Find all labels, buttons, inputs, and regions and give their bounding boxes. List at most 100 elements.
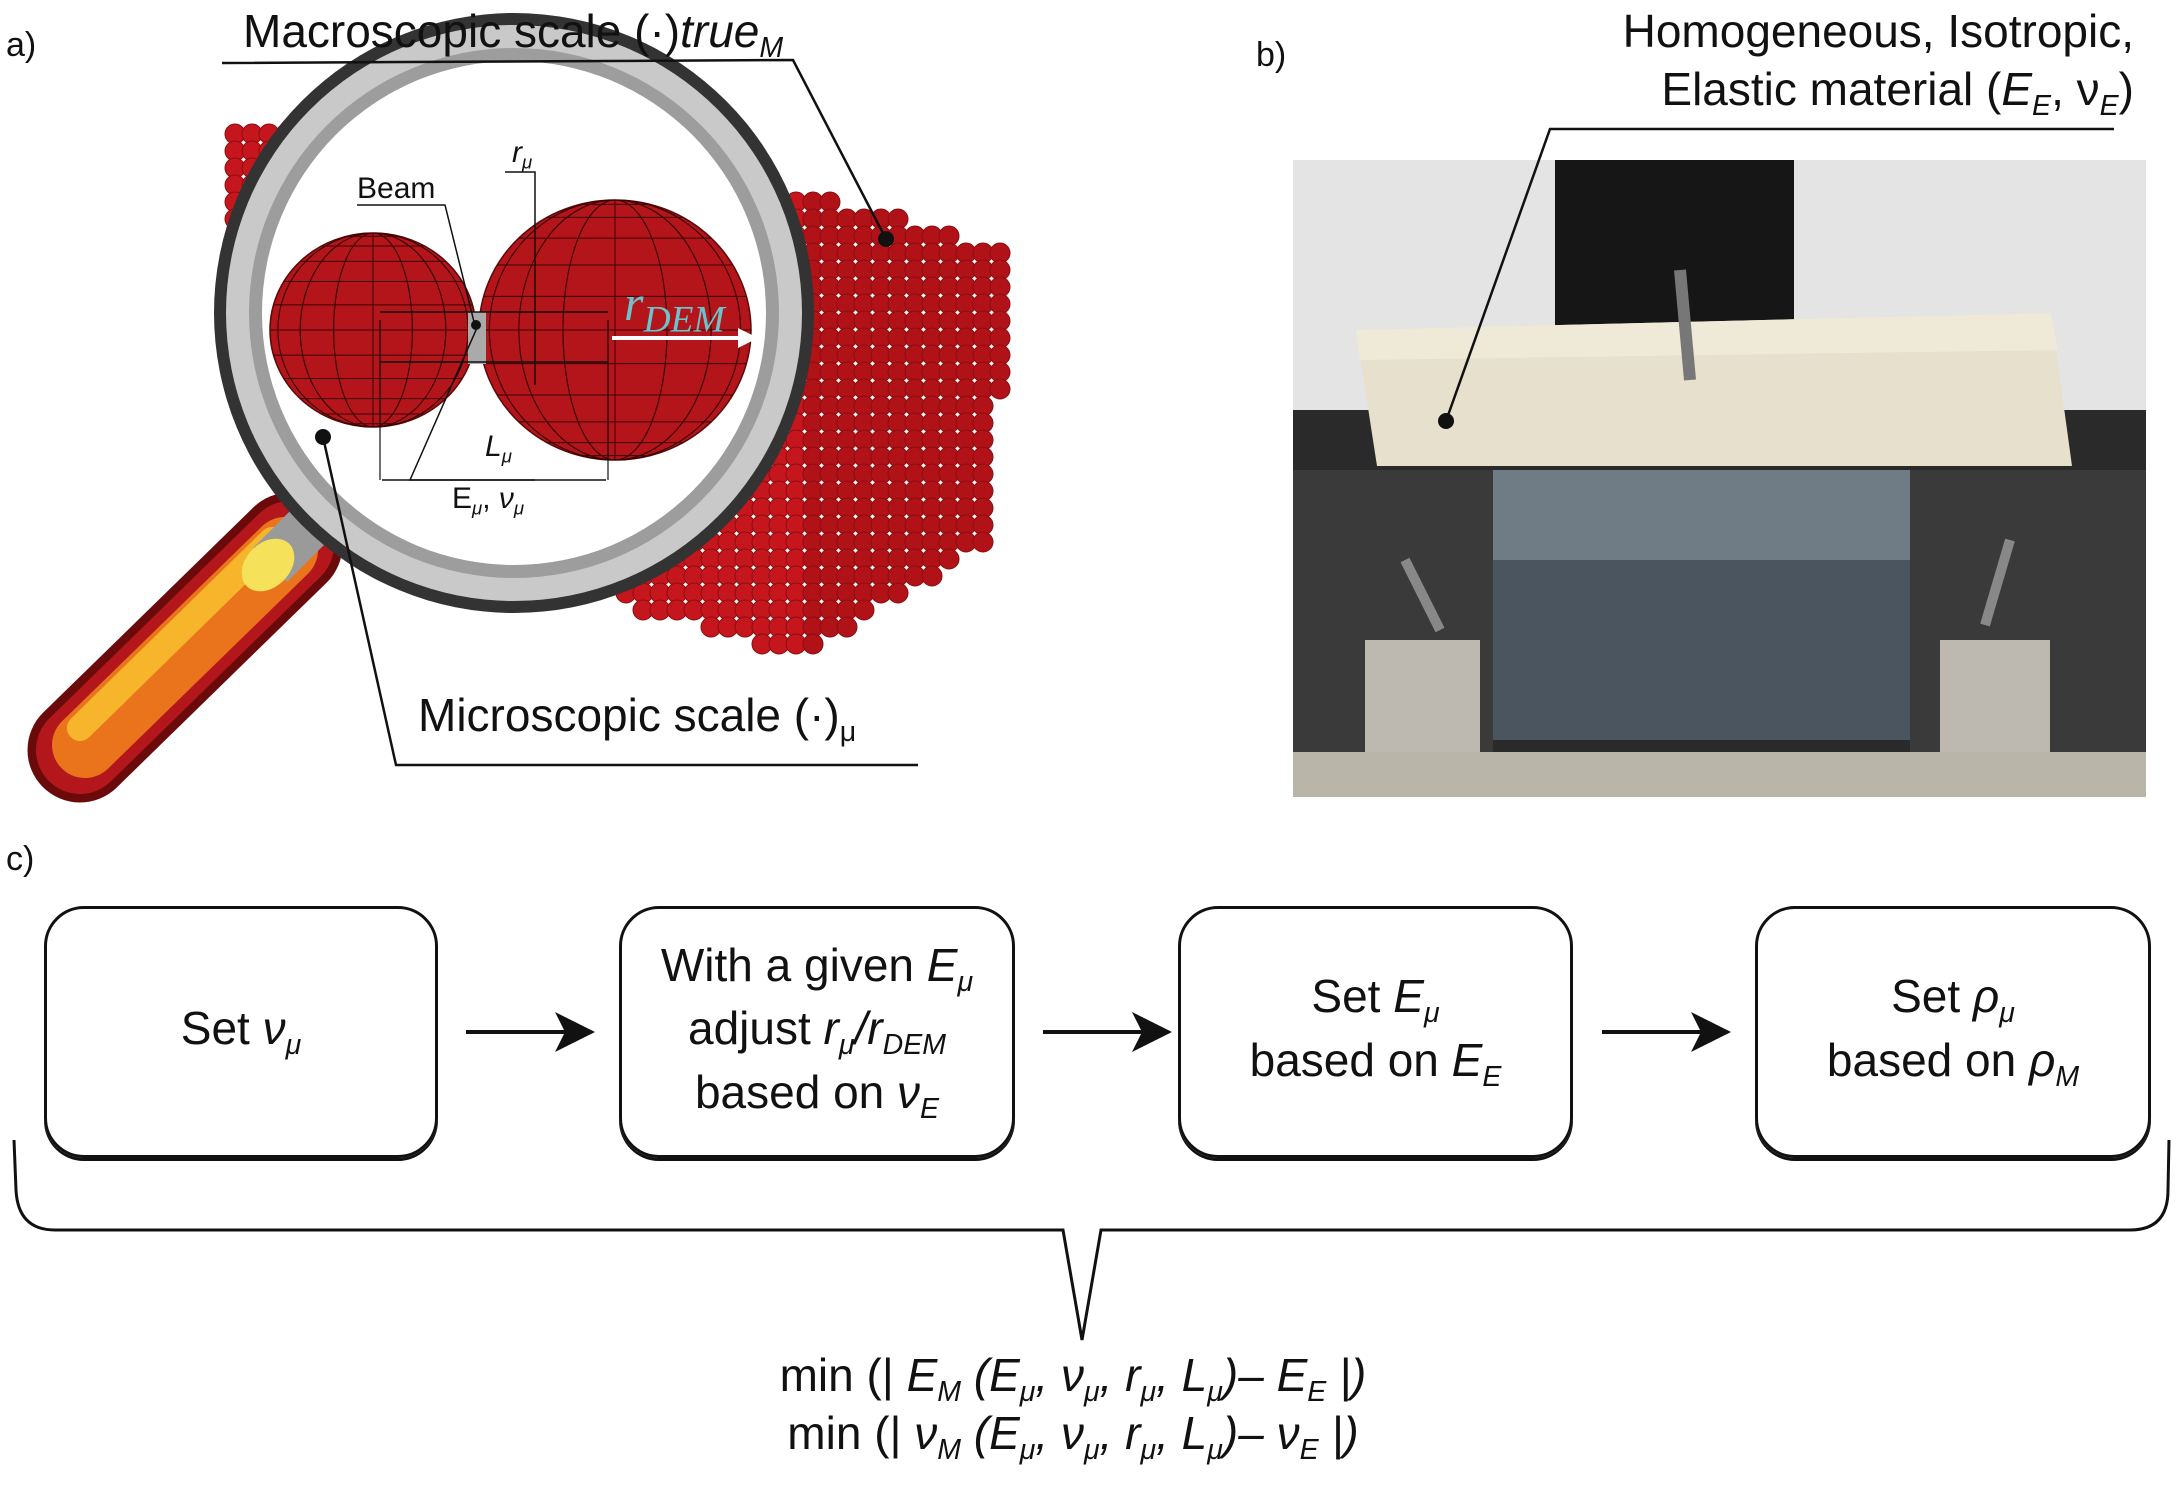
text-run: based on bbox=[1249, 1034, 1452, 1086]
math-symbol: ν bbox=[897, 1065, 921, 1118]
subscript: M bbox=[937, 1433, 962, 1466]
r-dem-arrow bbox=[612, 328, 758, 348]
subscript: M bbox=[937, 1375, 962, 1408]
step-text-line: With a given Eμ bbox=[661, 937, 973, 1001]
step-text-line: Set νμ bbox=[181, 1000, 301, 1064]
subscript: μ bbox=[1999, 997, 2015, 1030]
subscript: μ bbox=[513, 497, 525, 519]
subscript: μ bbox=[1140, 1433, 1157, 1466]
text-run: Macroscopic scale (·) bbox=[243, 5, 681, 57]
math-symbol: E bbox=[1451, 1034, 1483, 1086]
subscript: E bbox=[2032, 89, 2052, 122]
subscript: μ bbox=[501, 445, 512, 467]
macro-leader-dot bbox=[878, 231, 894, 247]
subscript: DEM bbox=[882, 1029, 946, 1062]
math-symbol: , ν bbox=[1035, 1349, 1084, 1401]
text-run: , bbox=[2051, 63, 2077, 115]
math-symbol: true bbox=[680, 5, 760, 57]
particle bbox=[989, 378, 1011, 400]
text-run: , bbox=[482, 482, 499, 515]
panel-b-label: b) bbox=[1256, 36, 1287, 74]
subscript: μ bbox=[1207, 1433, 1223, 1466]
beam-leader-dot bbox=[471, 320, 481, 330]
subscript: M bbox=[759, 31, 784, 64]
subscript: μ bbox=[472, 497, 483, 519]
subscript: μ bbox=[1019, 1433, 1036, 1466]
subscript: M bbox=[2055, 1060, 2080, 1093]
math-symbol: E bbox=[906, 1349, 938, 1401]
math-symbol: L bbox=[485, 430, 502, 463]
math-symbol: )– E bbox=[1222, 1349, 1308, 1401]
subscript: E bbox=[1482, 1060, 1502, 1093]
summary-brace bbox=[12, 1139, 2171, 1341]
particle bbox=[836, 616, 858, 638]
step-text-line: adjust rμ/rDEM bbox=[661, 1000, 973, 1064]
step-text-line: Set Eμ bbox=[1250, 968, 1502, 1032]
text-run: Elastic material ( bbox=[1661, 63, 2002, 115]
subscript: μ bbox=[1140, 1375, 1157, 1408]
particle bbox=[938, 548, 960, 570]
particle bbox=[972, 531, 994, 553]
text-run: based on bbox=[1826, 1034, 2029, 1086]
flow-arrows bbox=[466, 1012, 1731, 1052]
math-symbol: r bbox=[512, 136, 522, 169]
l-mu-label: Lμ bbox=[485, 432, 512, 466]
panel-a-label: a) bbox=[6, 26, 37, 64]
formula-youngs-modulus: min (| EM (Eμ, νμ, rμ, Lμ)– EE |) bbox=[0, 1352, 2146, 1406]
particle bbox=[921, 565, 943, 587]
r-mu-label: rμ bbox=[512, 138, 532, 172]
subscript: μ bbox=[1207, 1375, 1223, 1408]
math-symbol: ν bbox=[914, 1407, 938, 1459]
math-symbol: |) bbox=[1326, 1349, 1367, 1401]
step-text-line: based on EE bbox=[1250, 1032, 1502, 1096]
panel-c-label: c) bbox=[6, 840, 35, 878]
math-symbol: , r bbox=[1099, 1407, 1141, 1459]
material-title-line2: Elastic material (EE, νE) bbox=[1661, 66, 2134, 120]
subscript: μ bbox=[957, 965, 974, 998]
text-run: Set bbox=[180, 1002, 263, 1055]
subscript: μ bbox=[839, 715, 857, 748]
particle bbox=[853, 599, 875, 621]
subscript: E bbox=[920, 1092, 940, 1125]
step-text-line: based on ρM bbox=[1827, 1032, 2079, 1096]
micro-leader-dot bbox=[315, 429, 331, 445]
text-run: Homogeneous, Isotropic, bbox=[1622, 5, 2134, 57]
sphere bbox=[269, 232, 477, 428]
macroscopic-scale-title: Macroscopic scale (·)trueM bbox=[243, 8, 783, 62]
subscript: μ bbox=[1019, 1375, 1036, 1408]
sphere bbox=[478, 199, 752, 461]
subscript: μ bbox=[838, 1029, 855, 1062]
microscopic-scale-title: Microscopic scale (·)μ bbox=[418, 692, 856, 746]
math-symbol: (E bbox=[961, 1349, 1020, 1401]
r-dem-label: rDEM bbox=[624, 278, 725, 339]
subscript: E bbox=[1307, 1375, 1327, 1408]
subscript: μ bbox=[522, 151, 533, 173]
math-symbol: E bbox=[1393, 970, 1424, 1023]
subscript: DEM bbox=[643, 299, 725, 341]
text-run: Microscopic scale (·) bbox=[418, 689, 840, 741]
math-symbol: r bbox=[823, 1002, 839, 1055]
magnifier-handle bbox=[27, 478, 357, 803]
panel-a-leaders bbox=[221, 58, 918, 767]
math-symbol: /r bbox=[854, 1002, 883, 1055]
text-run: adjust bbox=[688, 1002, 824, 1055]
math-symbol: , ν bbox=[1035, 1407, 1084, 1459]
text-run: Set bbox=[1891, 970, 1973, 1023]
text-run: ) bbox=[2118, 63, 2134, 115]
math-symbol: (E bbox=[961, 1407, 1020, 1459]
math-symbol: ρ bbox=[1972, 970, 2000, 1023]
step-text-line: Set ρμ bbox=[1827, 968, 2079, 1032]
math-symbol: ν bbox=[2076, 63, 2100, 115]
subscript: μ bbox=[1083, 1375, 1100, 1408]
math-symbol: , L bbox=[1156, 1407, 1208, 1459]
math-symbol: , r bbox=[1099, 1349, 1141, 1401]
subscript: μ bbox=[1083, 1433, 1100, 1466]
math-symbol: E bbox=[452, 482, 473, 515]
subscript: E bbox=[2099, 89, 2119, 122]
e-nu-label: Eμ, νμ bbox=[452, 484, 524, 518]
subscript: μ bbox=[1423, 997, 1440, 1030]
